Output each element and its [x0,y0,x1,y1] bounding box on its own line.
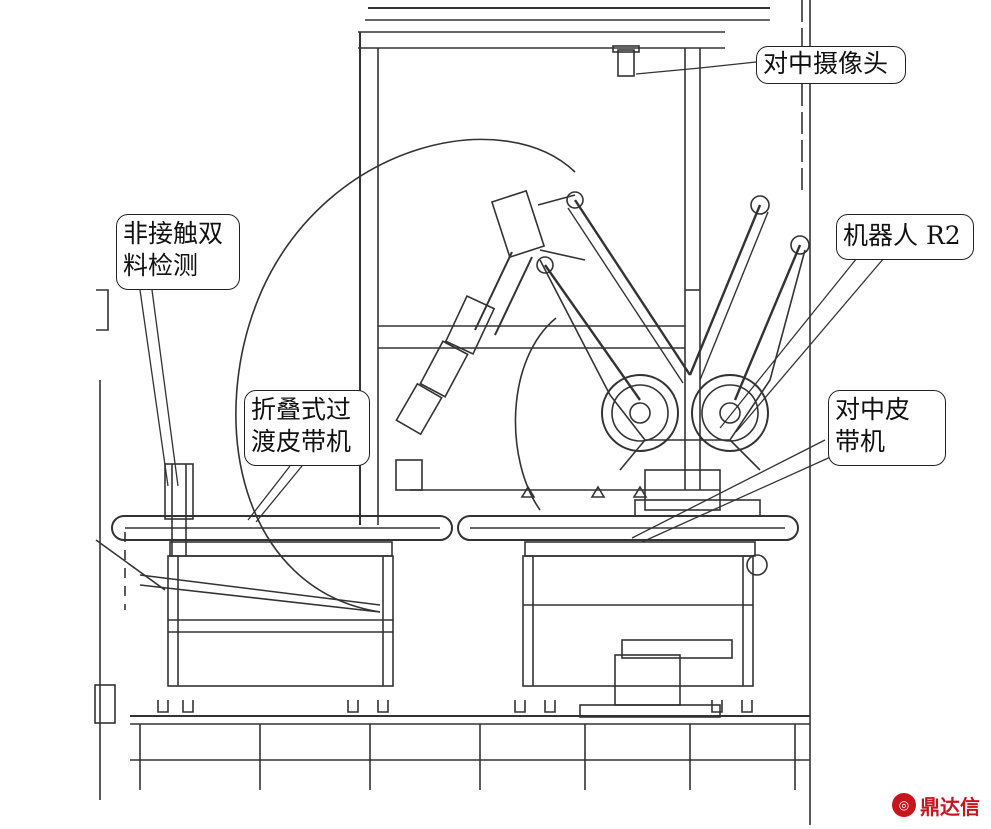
watermark-text: 鼎达信 [920,794,980,819]
base-platform [130,654,810,790]
label-centering-belt-line2: 带机 [835,427,886,456]
folding-transition-conveyor [111,515,453,557]
label-centering-belt: 对中皮 带机 [828,390,946,466]
centering-conveyor [457,515,799,557]
robot-arm-right [536,191,810,471]
overhead-frame [358,0,811,825]
robot-inner-envelope [514,317,557,511]
label-double-sheet-line2: 料检测 [123,251,199,280]
robot-gearbox [601,374,769,517]
robot-reach-envelope [235,138,576,613]
label-centering-camera-text: 对中摄像头 [763,49,889,78]
label-folding-belt-line2: 渡皮带机 [251,427,352,456]
vacuum-cups [410,485,720,498]
camera-mount [612,45,640,77]
conveyor-stands [139,554,768,713]
label-double-sheet-detection: 非接触双 料检测 [116,214,240,290]
label-folding-transition-belt: 折叠式过 渡皮带机 [244,390,370,466]
dingdaxin-logo-icon: ◎ [892,793,916,817]
label-folding-belt-line1: 折叠式过 [251,395,352,424]
robot-arm-left [395,189,586,491]
label-centering-belt-line1: 对中皮 [835,395,911,424]
label-robot-r2: 机器人 R2 [836,214,974,260]
label-double-sheet-line1: 非接触双 [123,219,224,248]
label-centering-camera: 对中摄像头 [756,46,906,84]
callout-leaders [139,61,885,543]
double-sheet-sensor [164,463,194,556]
label-robot-r2-text: 机器人 R2 [843,221,961,250]
left-side-frame [94,289,166,800]
watermark: ◎ 鼎达信 [892,790,986,820]
